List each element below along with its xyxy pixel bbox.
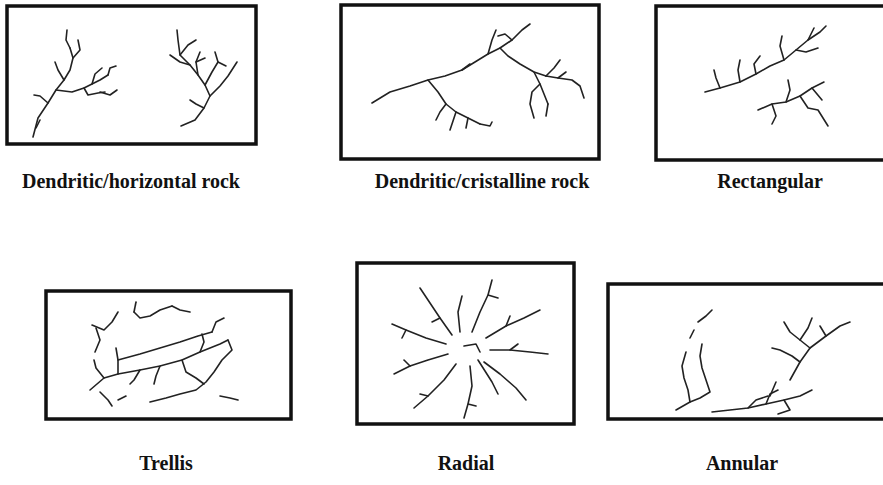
pattern-caption: Rectangular [717,170,823,192]
panel-frame [357,263,574,424]
panel-frame [608,284,883,419]
pattern-caption: Dendritic/cristalline rock [375,170,590,192]
panel-frame [7,6,256,144]
pattern-caption: Radial [438,452,495,474]
panel-frame [341,5,599,159]
panel-frame [656,6,883,160]
panel-frame [46,291,291,419]
pattern-caption: Dendritic/horizontal rock [22,170,240,192]
pattern-caption: Annular [706,452,778,474]
pattern-caption: Trellis [139,452,193,474]
